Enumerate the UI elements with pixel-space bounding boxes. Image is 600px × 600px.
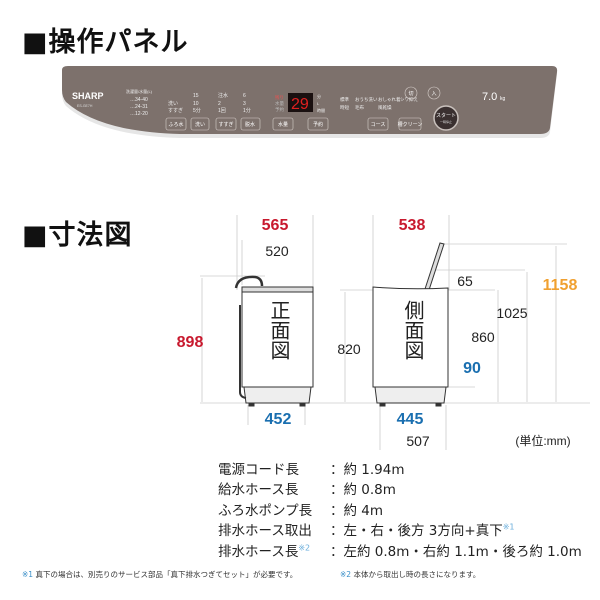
spec-value: ：左・右・後方 3方向+真下 (330, 523, 503, 539)
pause-label: 一時停止 (440, 119, 452, 124)
display-label: 水量 (275, 100, 284, 107)
spin-value: 1分 (243, 107, 251, 114)
water-row: …34-40 (130, 97, 148, 103)
water-row: …24-31 (130, 104, 148, 110)
dim-side-1025: 1025 (496, 305, 527, 321)
course-air-dry: 風乾燥 (378, 104, 392, 111)
side-view-label: 側面図 (401, 300, 424, 360)
dim-side-max: 1158 (543, 277, 578, 294)
spin-value: 3 (243, 101, 246, 107)
dim-side-foot: 445 (397, 411, 424, 428)
tub-clean-button[interactable]: 槽クリーン (398, 121, 423, 128)
spec-row: 排水ホース取出 ：左・右・後方 3方向+真下※1 (218, 519, 515, 540)
control-panel: SHARP ES-GE7H 洗濯量/水量(L) …34-40 …24-31 …1… (62, 66, 558, 138)
dim-side-lid: 65 (457, 273, 473, 289)
power-off-button[interactable]: 切 (408, 90, 413, 97)
course-standard: 標準 (340, 96, 349, 103)
display-label: 残り (275, 94, 284, 101)
rinse-label: すすぎ (168, 107, 183, 114)
unit-label: (単位:mm) (515, 433, 570, 448)
model-number: ES-GE7H (77, 104, 93, 108)
spec-value: ：約 1.94m (330, 462, 405, 478)
spec-row: 排水ホース長※2：左約 0.8m・右約 1.1m・後ろ約 1.0m (218, 540, 582, 561)
dim-front-height: 898 (177, 334, 204, 351)
timer-button[interactable]: 予約 (313, 121, 323, 128)
footnote-mark: ※2 (340, 570, 352, 579)
course-anti-wrinkle: シワ抑え (400, 96, 418, 103)
rinse-value: 1回 (218, 108, 226, 114)
display-unit: L (317, 101, 320, 106)
water-row: …12-20 (130, 111, 148, 117)
wash-value: 10 (193, 101, 199, 107)
dim-side-860: 860 (471, 329, 495, 345)
wash-value: 5分 (193, 107, 201, 114)
dim-front-width: 565 (262, 217, 289, 234)
water-level-button[interactable]: 水量 (278, 121, 288, 128)
rinse-value: 2 (218, 101, 221, 107)
course-quick: 時短 (340, 104, 349, 111)
dim-side-507: 507 (406, 433, 430, 449)
display-unit: 時間 (317, 107, 325, 113)
power-on-button[interactable]: 入 (431, 91, 436, 97)
wash-button[interactable]: 洗い (195, 121, 205, 128)
water-header: 洗濯量/水量(L) (126, 88, 153, 94)
wash-label: 洗い (168, 100, 178, 107)
rinse-button[interactable]: すすぎ (218, 121, 233, 128)
spec-row: 給水ホース長 ：約 0.8m (218, 478, 396, 498)
dim-side-90: 90 (463, 360, 481, 377)
display-value: 29 (291, 96, 309, 113)
footnote-2: ※2 本体から取出し時の長さになります。 (340, 569, 480, 580)
course-button[interactable]: コース (371, 122, 386, 128)
dim-front-foot: 452 (265, 411, 292, 428)
wash-value: 15 (193, 93, 199, 99)
start-button[interactable] (433, 105, 459, 131)
dimensions-heading: ■寸法図 (22, 220, 133, 251)
footnote-text: 本体から取出し時の長さになります。 (351, 570, 481, 579)
front-view-label: 正面図 (267, 300, 289, 360)
dim-front-body-width: 520 (265, 243, 289, 259)
dim-side-820: 820 (337, 341, 361, 357)
course-delicate: おしゃれ着 (378, 96, 401, 103)
capacity-unit: kg (500, 96, 506, 102)
spec-value: ：約 4m (330, 503, 384, 519)
footnote-text: 真下の場合は、別売りのサービス部品「真下排水つぎてセット」が必要です。 (33, 570, 298, 579)
brand-logo: SHARP (72, 91, 104, 101)
display-unit: 分 (317, 93, 321, 99)
side-view-machine (372, 242, 449, 407)
spec-label: 給水ホース長 (218, 482, 299, 498)
dim-side-depth: 538 (399, 217, 426, 234)
spin-button[interactable]: 脱水 (245, 121, 255, 128)
spec-value: ：約 0.8m (330, 482, 396, 498)
bath-water-button[interactable]: ふろ水 (168, 121, 183, 128)
spec-label: ふろ水ポンプ長 (218, 503, 313, 519)
panel-heading: ■操作パネル (22, 27, 189, 58)
spec-label-wrap: 排水ホース長※2 (218, 540, 330, 561)
course-home-wash: おうち洗い (355, 96, 378, 103)
footnote-mark: ※1 (22, 570, 34, 579)
footnote-1: ※1 真下の場合は、別売りのサービス部品「真下排水つぎてセット」が必要です。 (22, 569, 297, 580)
spec-value: ：左約 0.8m・右約 1.1m・後ろ約 1.0m (330, 544, 582, 560)
capacity-value: 7.0 (482, 91, 497, 103)
front-view-machine (234, 275, 314, 407)
start-label: スタート (436, 112, 456, 119)
spec-row: ふろ水ポンプ長 ：約 4m (218, 499, 383, 519)
footnote-mark: ※2 (298, 543, 311, 553)
footnote-mark: ※1 (502, 522, 515, 532)
spec-label: 排水ホース長 (218, 544, 299, 560)
spin-value: 6 (243, 93, 246, 99)
spec-label: 電源コード長 (218, 462, 299, 478)
led-display (288, 93, 313, 112)
spec-label: 排水ホース取出 (218, 523, 312, 539)
display-label: 予約 (275, 106, 284, 113)
rinse-value: 注水 (218, 92, 228, 99)
spec-row: 電源コード長 ：約 1.94m (218, 458, 405, 478)
course-blanket: 毛布 (355, 104, 364, 111)
